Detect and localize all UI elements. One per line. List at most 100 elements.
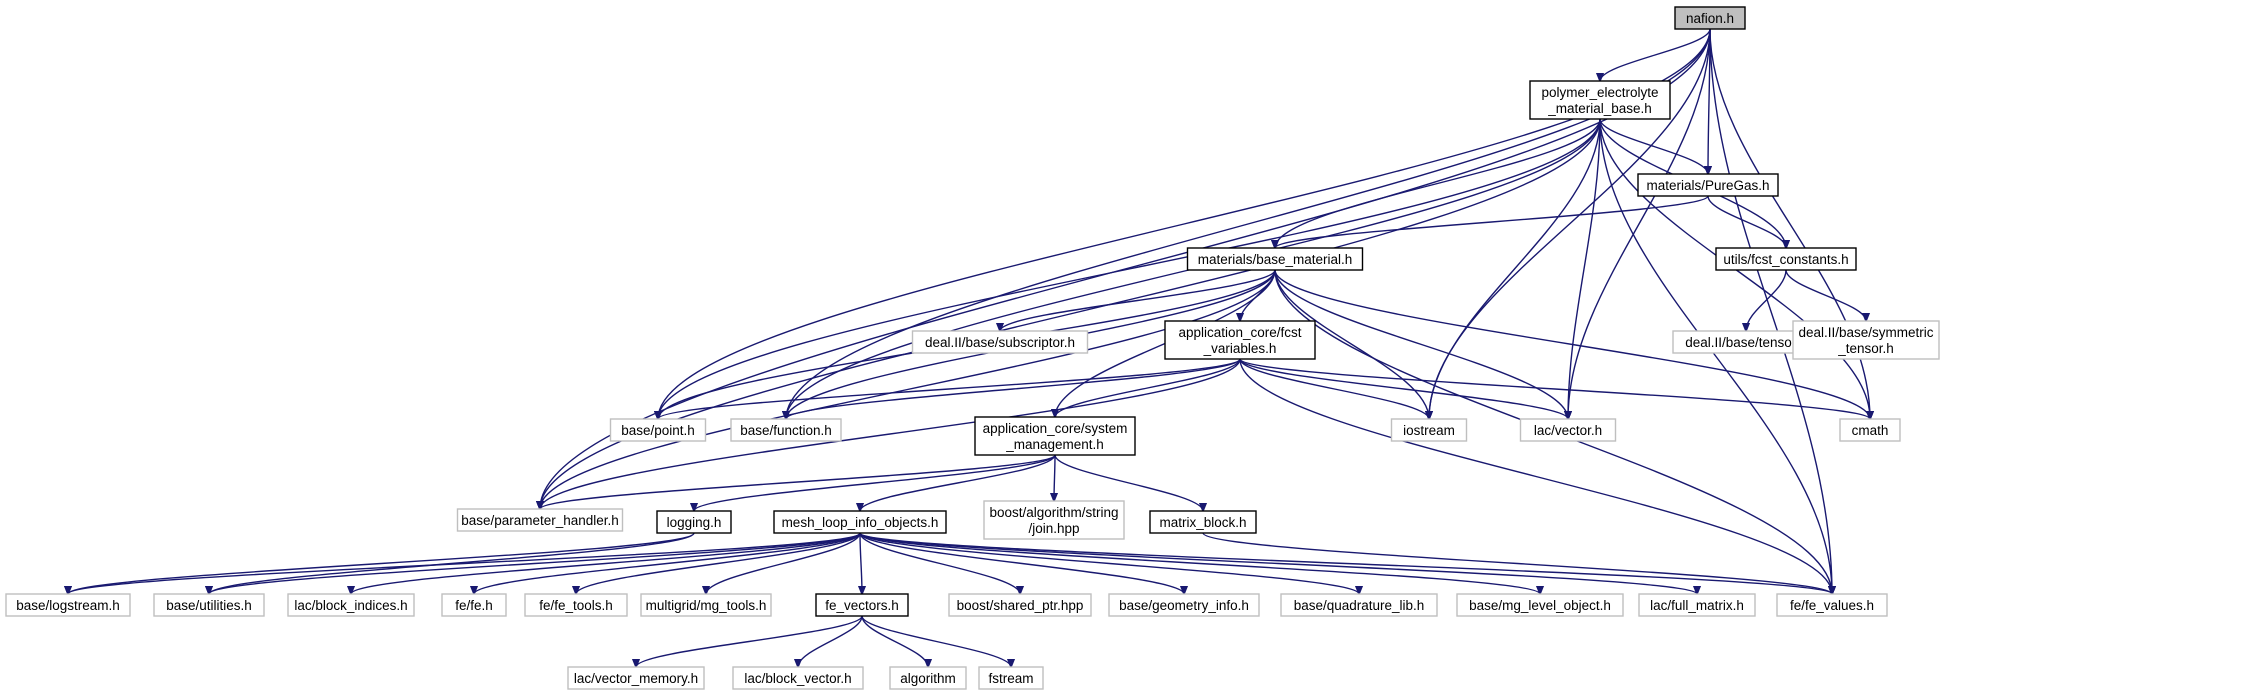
node-blockindices: lac/block_indices.h: [287, 593, 415, 617]
node-label-logging: logging.h: [667, 515, 722, 530]
edge-basemat-to-subscriptor: [1000, 269, 1276, 331]
node-label-paramhandler: base/parameter_handler.h: [461, 513, 619, 528]
edge-fevectors-to-vecmemory: [636, 615, 863, 667]
node-label-utilities: base/utilities.h: [166, 598, 252, 613]
node-fevectors[interactable]: fe_vectors.h: [815, 593, 909, 617]
edge-meshloop-to-quadlib: [859, 532, 1359, 594]
edge-meshloop-to-fevalues: [859, 532, 1832, 594]
edge-pemb-to-fevalues: [1599, 118, 1832, 594]
node-label-nafion: nafion.h: [1686, 11, 1734, 26]
edge-meshloop-to-blockindices: [351, 532, 861, 594]
node-label-fcstvars: application_core/fcst_variables.h: [1178, 325, 1301, 356]
node-subscriptor: deal.II/base/subscriptor.h: [911, 330, 1089, 354]
node-fstream: fstream: [978, 666, 1044, 690]
node-nafion[interactable]: nafion.h: [1674, 6, 1746, 30]
node-box-fcstconst: [1715, 247, 1857, 271]
edge-nafion-to-pemb: [1600, 28, 1711, 81]
node-label-mgtools: multigrid/mg_tools.h: [646, 598, 767, 613]
node-matrixblock[interactable]: matrix_block.h: [1149, 510, 1257, 534]
node-label-algorithm: algorithm: [900, 671, 956, 686]
edge-meshloop-to-mglevel: [859, 532, 1540, 594]
node-paramhandler: base/parameter_handler.h: [456, 508, 624, 532]
node-box-fe: [441, 593, 507, 617]
node-cmath: cmath: [1839, 418, 1901, 442]
node-box-sharedptr: [948, 593, 1092, 617]
edge-fcstvars-to-fevalues: [1239, 358, 1832, 594]
node-fcstvars[interactable]: application_core/fcst_variables.h: [1164, 320, 1316, 360]
edge-fcstconst-to-symtensor: [1785, 269, 1866, 321]
node-pemb[interactable]: polymer_electrolyte_material_base.h: [1529, 80, 1671, 120]
node-tensor: deal.II/base/tensor.h: [1672, 330, 1820, 354]
edge-nafion-to-fevalues: [1709, 28, 1832, 594]
node-label-basemat: materials/base_material.h: [1198, 252, 1353, 267]
edge-basemat-to-iostream: [1274, 269, 1429, 419]
node-box-algorithm: [889, 666, 967, 690]
edge-fcstvars-to-paramhandler: [540, 358, 1241, 509]
node-label-cmath: cmath: [1852, 423, 1889, 438]
node-box-logging: [656, 510, 732, 534]
node-fcstconst[interactable]: utils/fcst_constants.h: [1715, 247, 1857, 271]
node-algorithm: algorithm: [889, 666, 967, 690]
edge-pemb-to-puregas: [1599, 118, 1708, 174]
node-sysmgmt[interactable]: application_core/system_management.h: [974, 416, 1136, 456]
node-label-meshloop: mesh_loop_info_objects.h: [782, 515, 939, 530]
edge-pemb-to-paramhandler: [540, 118, 1601, 509]
edge-fevectors-to-fstream: [861, 615, 1011, 667]
node-box-fevectors: [815, 593, 909, 617]
edge-basemat-to-cmath: [1274, 269, 1870, 419]
node-box-fstream: [978, 666, 1044, 690]
node-label-pemb: polymer_electrolyte_material_base.h: [1541, 85, 1658, 116]
edge-meshloop-to-fevectors: [860, 532, 862, 594]
node-box-utilities: [153, 593, 265, 617]
node-label-iostream: iostream: [1403, 423, 1455, 438]
node-blockvector: lac/block_vector.h: [732, 666, 864, 690]
node-label-vecmemory: lac/vector_memory.h: [574, 671, 698, 686]
node-meshloop[interactable]: mesh_loop_info_objects.h: [773, 510, 947, 534]
node-label-sysmgmt: application_core/system_management.h: [983, 421, 1128, 452]
node-label-lacvector: lac/vector.h: [1534, 423, 1602, 438]
node-logging[interactable]: logging.h: [656, 510, 732, 534]
node-label-boostjoin: boost/algorithm/string/join.hpp: [989, 505, 1118, 536]
edge-fcstvars-to-lacvector: [1239, 358, 1568, 419]
edge-fevectors-to-blockvector: [798, 615, 863, 667]
edge-basemat-to-lacvector: [1274, 269, 1568, 419]
node-mgtools: multigrid/mg_tools.h: [640, 593, 772, 617]
node-fevalues: fe/fe_values.h: [1776, 593, 1888, 617]
node-box-vecmemory: [567, 666, 705, 690]
node-box-blockvector: [732, 666, 864, 690]
node-label-fe: fe/fe.h: [455, 598, 493, 613]
edge-meshloop-to-fe: [474, 532, 861, 594]
edge-sysmgmt-to-boostjoin: [1054, 454, 1055, 501]
node-label-fevectors: fe_vectors.h: [825, 598, 899, 613]
node-basemat[interactable]: materials/base_material.h: [1186, 247, 1364, 271]
node-box-fcstvars: [1164, 320, 1316, 360]
node-function: base/function.h: [730, 418, 842, 442]
node-symtensor: deal.II/base/symmetric_tensor.h: [1792, 320, 1940, 360]
node-box-nafion: [1674, 6, 1746, 30]
edge-meshloop-to-sharedptr: [859, 532, 1020, 594]
node-box-pemb: [1529, 80, 1671, 120]
edge-sysmgmt-to-paramhandler: [540, 454, 1056, 509]
node-box-symtensor: [1792, 320, 1940, 360]
edge-pemb-to-point: [658, 118, 1601, 419]
node-puregas[interactable]: materials/PureGas.h: [1637, 173, 1779, 197]
edge-meshloop-to-utilities: [209, 532, 861, 594]
node-box-matrixblock: [1149, 510, 1257, 534]
node-box-cmath: [1839, 418, 1901, 442]
edge-sysmgmt-to-meshloop: [860, 454, 1056, 511]
node-box-puregas: [1637, 173, 1779, 197]
edge-fcstconst-to-tensor: [1746, 269, 1787, 331]
node-label-blockvector: lac/block_vector.h: [744, 671, 851, 686]
edge-meshloop-to-geominfo: [859, 532, 1184, 594]
node-box-blockindices: [287, 593, 415, 617]
node-label-puregas: materials/PureGas.h: [1646, 178, 1769, 193]
node-box-fevalues: [1776, 593, 1888, 617]
edge-matrixblock-to-fevalues: [1202, 532, 1832, 594]
node-label-geominfo: base/geometry_info.h: [1119, 598, 1249, 613]
node-box-sysmgmt: [974, 416, 1136, 456]
edge-nafion-to-lacvector: [1568, 28, 1711, 419]
node-box-logstream: [5, 593, 131, 617]
edge-puregas-to-fcstconst: [1707, 195, 1786, 248]
edge-meshloop-to-fullmatrix: [859, 532, 1697, 594]
